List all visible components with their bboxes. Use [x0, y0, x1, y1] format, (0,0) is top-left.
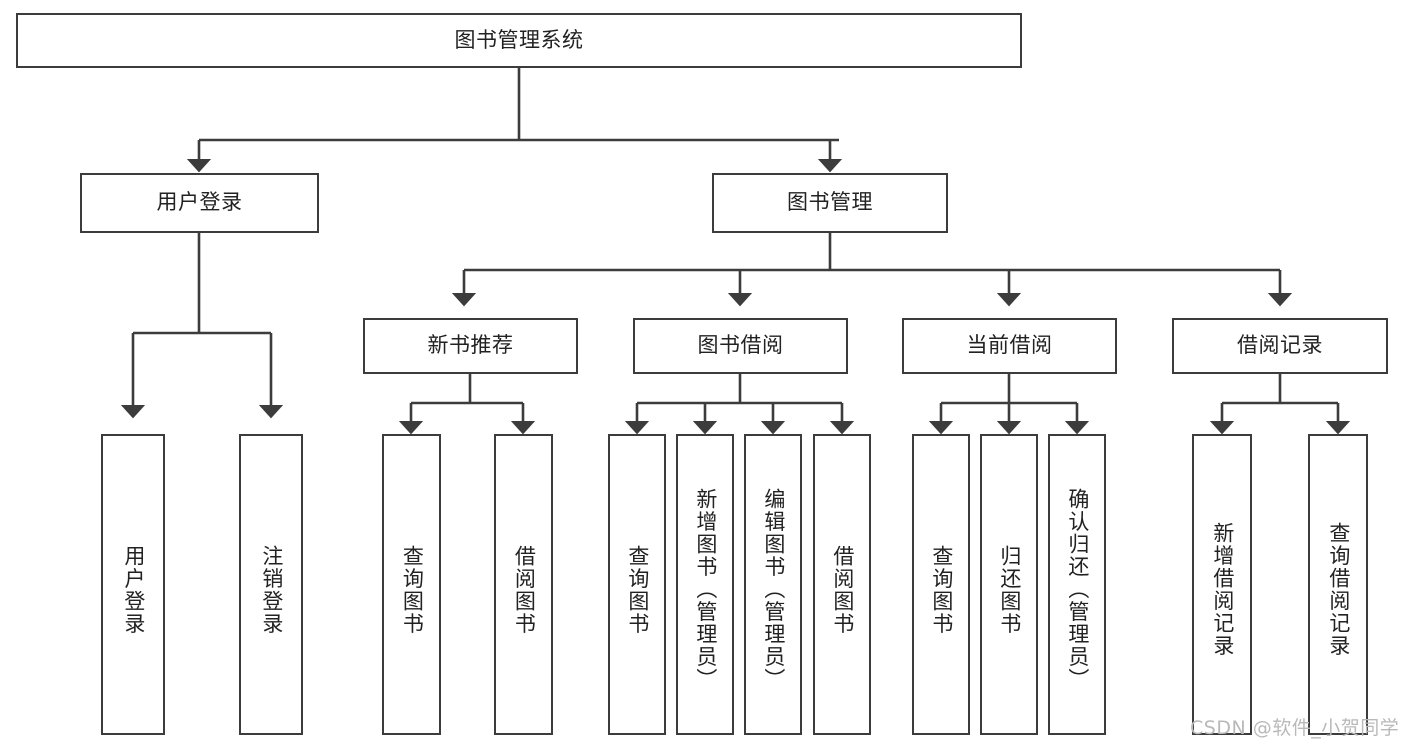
leaf-borrow-record-query[interactable]: 查询借阅记录 — [1308, 434, 1368, 735]
node-borrow-record[interactable]: 借阅记录 — [1172, 318, 1388, 374]
leaf-current-borrow-query[interactable]: 查询图书 — [912, 434, 970, 735]
node-label: 用户登录 — [121, 544, 146, 635]
csdn-watermark: CSDN @软件_小贺同学 — [1190, 717, 1400, 739]
leaf-current-borrow-return[interactable]: 归还图书 — [980, 434, 1038, 735]
node-new-book-recommend[interactable]: 新书推荐 — [363, 318, 578, 374]
node-label: 图书借阅 — [697, 333, 784, 358]
node-label: 确认归还（管理员） — [1065, 488, 1090, 691]
leaf-new-book-query[interactable]: 查询图书 — [382, 434, 441, 735]
node-label: 查询图书 — [625, 544, 650, 635]
node-label: 归还图书 — [997, 544, 1022, 635]
node-label: 注销登录 — [259, 544, 284, 635]
node-current-borrow[interactable]: 当前借阅 — [902, 318, 1117, 374]
leaf-book-borrow-borrow[interactable]: 借阅图书 — [813, 434, 871, 735]
leaf-user-login-login[interactable]: 用户登录 — [101, 434, 165, 735]
node-label: 编辑图书（管理员） — [761, 488, 786, 691]
node-label: 新书推荐 — [427, 333, 514, 358]
node-book-borrow[interactable]: 图书借阅 — [633, 318, 848, 374]
leaf-borrow-record-add[interactable]: 新增借阅记录 — [1192, 434, 1252, 735]
node-label: 图书管理系统 — [454, 27, 584, 52]
node-user-login[interactable]: 用户登录 — [80, 173, 319, 233]
node-label: 借阅记录 — [1237, 333, 1323, 358]
node-label: 查询图书 — [929, 544, 954, 635]
node-label: 当前借阅 — [966, 333, 1053, 358]
node-label: 借阅图书 — [830, 544, 855, 635]
leaf-book-borrow-query[interactable]: 查询图书 — [608, 434, 666, 735]
node-label: 借阅图书 — [512, 544, 537, 635]
node-root-system[interactable]: 图书管理系统 — [16, 13, 1022, 68]
node-label: 查询图书 — [400, 544, 425, 635]
node-label: 新增借阅记录 — [1210, 522, 1235, 657]
leaf-current-borrow-confirm-return[interactable]: 确认归还（管理员） — [1048, 434, 1106, 735]
leaf-user-login-logout[interactable]: 注销登录 — [239, 434, 303, 735]
leaf-new-book-borrow[interactable]: 借阅图书 — [494, 434, 553, 735]
leaf-book-borrow-add[interactable]: 新增图书（管理员） — [676, 434, 734, 735]
node-book-management[interactable]: 图书管理 — [712, 173, 948, 233]
leaf-book-borrow-edit[interactable]: 编辑图书（管理员） — [744, 434, 802, 735]
node-label: 图书管理 — [787, 190, 873, 215]
node-label: 用户登录 — [156, 190, 243, 215]
node-label: 新增图书（管理员） — [693, 488, 718, 691]
node-label: 查询借阅记录 — [1326, 522, 1351, 657]
